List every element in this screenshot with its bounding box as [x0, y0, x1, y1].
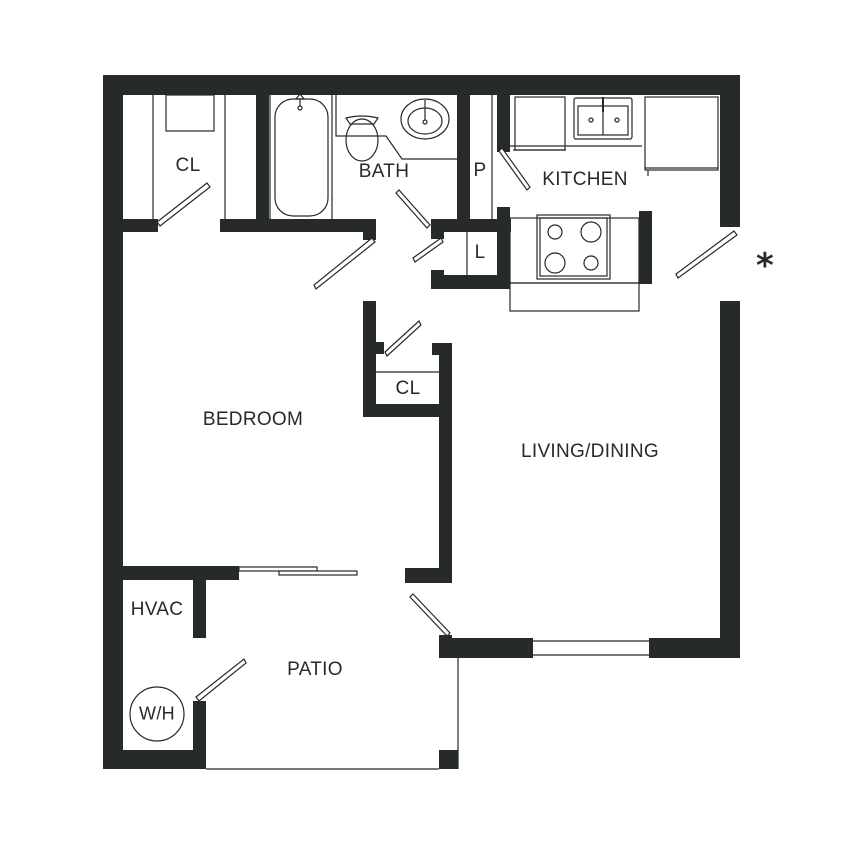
- door-storage: [195, 658, 247, 702]
- wall-bottom-living-right: [649, 638, 740, 658]
- wall-bedroom-living: [439, 343, 452, 583]
- door-closet-bedroom: [156, 182, 211, 227]
- water-heater-icon: [129, 686, 185, 742]
- wall-patio-door-post: [439, 635, 452, 655]
- wall-hvac-right: [193, 580, 206, 638]
- breakfast-bar: [509, 282, 640, 312]
- wall-cl-bath-divider: [256, 95, 269, 219]
- room-label-patio: PATIO: [287, 659, 343, 680]
- wall-linen-right: [497, 207, 510, 289]
- stove-icon: [536, 214, 611, 280]
- stove-counter: [509, 217, 640, 284]
- wall-bath-right-foot: [431, 219, 511, 232]
- wall-bedroom-patio: [123, 566, 239, 580]
- room-label-bath: BATH: [358, 161, 410, 182]
- wall-linen-bottom: [431, 275, 510, 289]
- door-patio-living: [409, 593, 451, 637]
- door-pantry: [498, 147, 531, 191]
- room-label-water-heater: W/H: [139, 703, 175, 724]
- room-label-closet: CL: [175, 155, 201, 176]
- room-label-linen: L: [474, 242, 486, 263]
- toilet-tank: [345, 115, 379, 125]
- room-label-hvac: HVAC: [130, 599, 184, 620]
- wall-top: [103, 75, 740, 95]
- wall-bedroom-living-foot: [405, 568, 452, 583]
- door-bath: [395, 189, 431, 229]
- door-entry: [675, 230, 738, 279]
- wall-bath-right: [457, 95, 470, 219]
- patio-post: [439, 750, 458, 769]
- room-label-kitchen: KITCHEN: [542, 169, 628, 190]
- wall-linen-left-stub: [431, 270, 444, 289]
- closet-shelf: [165, 94, 215, 132]
- door-bedroom: [313, 237, 376, 290]
- room-label-living-dining: LIVING/DINING: [521, 441, 659, 462]
- wall-closet-bottom: [363, 404, 452, 417]
- wall-cl-bottom-left: [123, 219, 158, 232]
- wall-cl-bottom-right: [220, 219, 376, 232]
- faucet-icon: [294, 93, 306, 106]
- wall-bath-door-jamb-2: [431, 232, 444, 239]
- wall-left: [103, 75, 123, 769]
- refrigerator: [644, 96, 719, 171]
- room-label-bedroom: BEDROOM: [202, 409, 304, 430]
- sliding-door-panel-2: [278, 570, 358, 576]
- wall-stove-right: [639, 211, 652, 284]
- wall-pantry-right: [497, 95, 510, 152]
- vanity-counter: [335, 95, 457, 160]
- dishwasher: [514, 96, 566, 151]
- wall-bath-door-jamb: [363, 232, 376, 240]
- entry-asterisk-icon: *: [756, 246, 774, 286]
- wall-closet-left: [363, 301, 376, 417]
- wall-bottom-living-left: [439, 638, 533, 658]
- sink-icon: [400, 98, 450, 140]
- room-label-closet-living: CL: [395, 378, 421, 399]
- wall-right-upper: [720, 75, 740, 227]
- door-closet-living: [384, 320, 422, 357]
- sliding-door-panel-1: [238, 566, 318, 572]
- room-label-pantry: P: [473, 160, 487, 181]
- wall-wh-right: [193, 701, 206, 769]
- wall-closet-jamb: [376, 342, 384, 354]
- wall-bottom-left: [103, 750, 206, 769]
- door-linen: [412, 237, 444, 263]
- wall-right-lower: [720, 301, 740, 658]
- toilet-icon: [345, 118, 379, 162]
- bathtub-icon: [274, 98, 329, 217]
